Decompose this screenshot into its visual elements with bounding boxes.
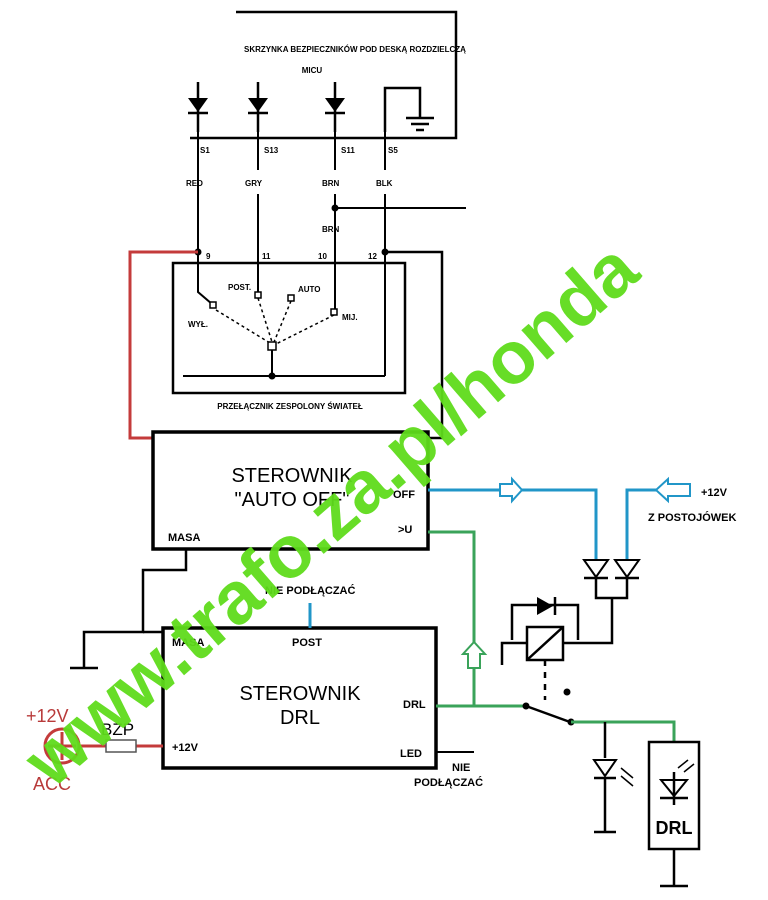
switch-pos-off: WYŁ.: [188, 320, 208, 329]
arrow-postojowki: [654, 476, 691, 504]
auto-off-u-pin: >U: [398, 524, 412, 536]
drl-lamp-label: DRL: [656, 818, 693, 838]
auto-off-controller: [151, 430, 430, 551]
light-switch-box: [171, 261, 407, 395]
arrow-off-1: [499, 476, 524, 504]
pin-label-9: 9: [206, 252, 211, 261]
switch-pos-auto: AUTO: [298, 285, 321, 294]
wire-postojowki-blue: [625, 488, 690, 560]
label-nie-podlaczac-led-1: NIE: [452, 762, 470, 774]
wire-red-to-autooff: [128, 250, 198, 440]
fusebox-outline: [190, 10, 458, 140]
label-z-postojowek: Z POSTOJÓWEK: [648, 511, 736, 524]
fuse-label-s1: S1: [200, 146, 210, 155]
label-nie-podlaczac-led-2: PODŁĄCZAĆ: [414, 776, 483, 789]
fuse-diode-s1: [188, 82, 208, 132]
pin-label-11: 11: [262, 252, 271, 261]
drl-lamp-box: [647, 740, 701, 851]
acc-plus-label: +12V: [26, 706, 69, 726]
drl-ctrl-drl-pin: DRL: [403, 699, 426, 711]
junction-brn: [331, 204, 339, 212]
fuse-bzp-label: BZP: [101, 720, 134, 739]
arrow-u: [460, 640, 488, 669]
pin-label-10: 10: [318, 252, 327, 261]
auto-off-off-pin: OFF: [393, 489, 415, 501]
dual-diode: [562, 559, 641, 645]
drl-lamp-led-icon: [658, 759, 695, 805]
fuse-bzp: [105, 739, 137, 753]
auto-off-masa-pin: MASA: [168, 532, 200, 544]
fuse-diode-s13: [248, 82, 268, 132]
fuse-diode-s11: [325, 82, 345, 132]
wire-label-gry: GRY: [245, 179, 263, 188]
relay-switch-contact: [522, 688, 575, 726]
wire-auto-off-ground: [82, 549, 188, 668]
wire-label-red: RED: [186, 179, 203, 188]
switch-pos-mij: MIJ.: [342, 313, 358, 322]
drl-ctrl-12v-pin: +12V: [172, 742, 199, 754]
drl-ctrl-post-pin: POST: [292, 637, 322, 649]
auto-off-title-1: STEROWNIK: [231, 465, 353, 487]
label-plus12v-post: +12V: [701, 487, 728, 499]
pin-label-12: 12: [368, 252, 377, 261]
wire-label-brn: BRN: [322, 179, 340, 188]
fuse-label-s13: S13: [264, 146, 279, 155]
drl-ctrl-title-1: STEROWNIK: [239, 683, 361, 705]
light-switch-title: PRZEŁĄCZNIK ZESPOLONY ŚWIATEŁ: [217, 402, 363, 411]
auto-off-title-2: "AUTO OFF": [235, 489, 350, 511]
fuse-label-s11: S11: [341, 146, 355, 155]
drl-ctrl-masa-pin: MASA: [172, 637, 204, 649]
wire-to-lamps-green: [571, 720, 676, 742]
fusebox-subtitle: MICU: [302, 66, 323, 75]
wire-label-brn-2: BRN: [322, 225, 340, 234]
wire-off-blue: [428, 488, 598, 560]
wire-label-blk: BLK: [376, 179, 393, 188]
relay: [500, 597, 580, 700]
fusebox-title: SKRZYNKA BEZPIECZNIKÓW POD DESKĄ ROZDZIE…: [244, 45, 466, 54]
switch-contacts: [183, 252, 385, 380]
fuse-ground-s5: [383, 86, 434, 132]
label-nie-podlaczac-post: NIE PODŁĄCZAĆ: [265, 584, 356, 597]
acc-label: ACC: [33, 774, 71, 794]
wire-blk-to-autooff: [385, 250, 444, 440]
led-indicator: [592, 722, 634, 834]
wire-fuse-stubs: [197, 132, 386, 170]
switch-pos-post: POST.: [228, 283, 251, 292]
drl-ctrl-led-pin: LED: [400, 748, 422, 760]
drl-ctrl-title-2: DRL: [280, 707, 320, 729]
fuse-label-s5: S5: [388, 146, 398, 155]
drl-controller: [161, 626, 438, 770]
